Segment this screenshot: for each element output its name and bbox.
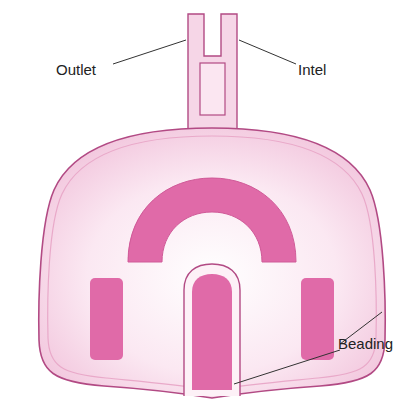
left-stop [90, 278, 123, 360]
palatal-beading [184, 264, 240, 396]
tray-body [39, 128, 385, 398]
part-label: Beading [338, 336, 393, 353]
tray-handle [188, 14, 237, 132]
leader-line [234, 350, 340, 384]
arch-spacer [128, 178, 296, 262]
palatal-block [192, 274, 232, 390]
right-stop [301, 278, 334, 360]
leader-line [113, 40, 186, 64]
beading-line [48, 136, 377, 390]
part-label: Intel [298, 62, 326, 79]
handle-window [200, 63, 225, 115]
part-label: Outlet [56, 62, 96, 79]
leader-line [239, 40, 296, 64]
